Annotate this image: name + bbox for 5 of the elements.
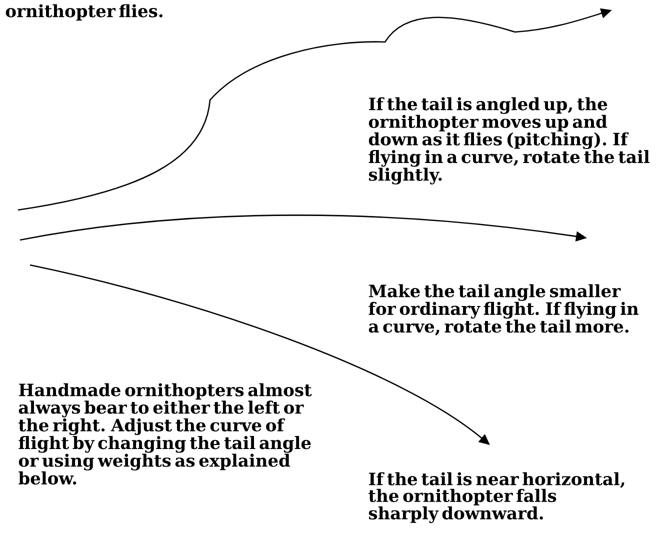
note-text: Handmade ornithopters almost always bear to either the left or the right. Adjust the curve of flight by changing the tail angle or using weights as explained below. <box>18 383 312 485</box>
note-text: Make the tail angle smaller for ordinary flight. If flying in a curve, rotate the tail more. <box>368 284 638 336</box>
note-text: If the tail is angled up, the ornithopter moves up and down as it flies (pitching). If flying in a curve, rotate the tail slightly. <box>368 97 650 184</box>
note-text: If the tail is near horizontal, the ornithopter falls sharply downward. <box>368 472 624 524</box>
heading-text: ornithopter flies. <box>6 4 162 21</box>
